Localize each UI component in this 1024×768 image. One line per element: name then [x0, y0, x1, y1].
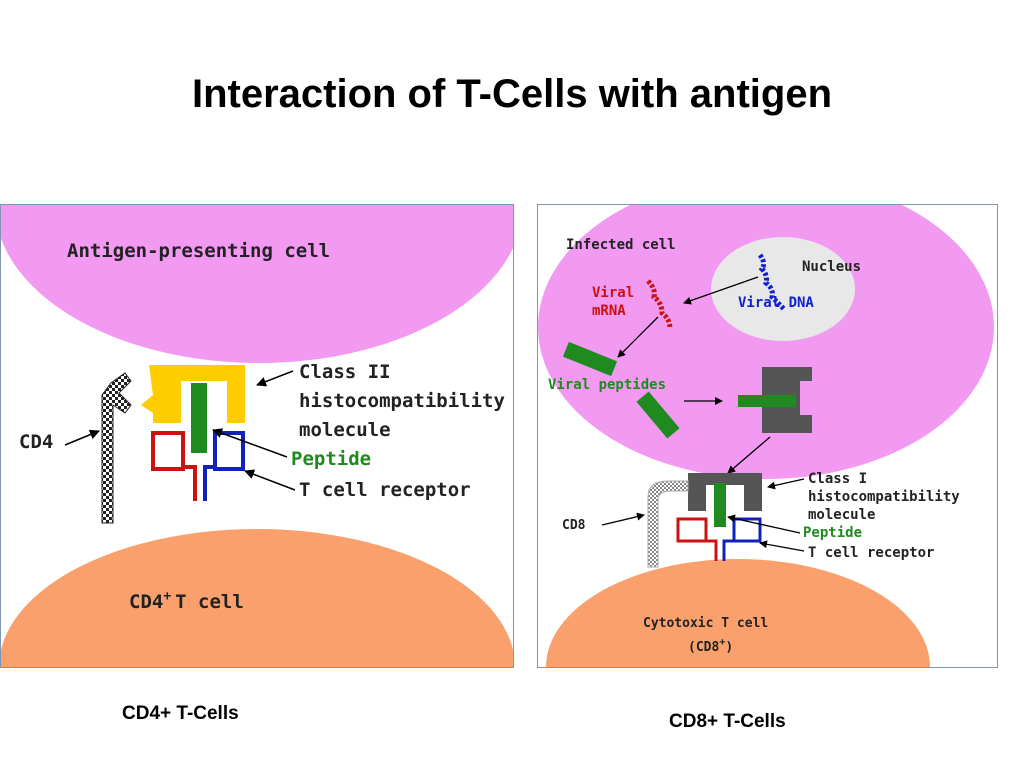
cd8-arrow — [601, 512, 645, 526]
cytotoxic-t-cell-label: Cytotoxic T cell — [643, 616, 768, 631]
cd8-caption: CD8+ T-Cells — [669, 711, 786, 732]
viral-mrna-strand — [646, 279, 673, 330]
nucleus-label: Nucleus — [802, 259, 861, 275]
viral-mrna-label-line2: mRNA — [592, 303, 626, 319]
tcr-arrow-cd8 — [759, 540, 805, 552]
tcr-alpha-chain-cd8 — [676, 517, 718, 561]
peptide — [191, 383, 207, 453]
apc-label: Antigen-presenting cell — [67, 240, 330, 262]
peptide-arrow — [212, 428, 288, 458]
class-ii-label-line2: histocompatibility — [299, 390, 505, 412]
transport-arrow — [727, 436, 771, 474]
cd4-coreceptor — [101, 372, 132, 524]
cytotoxic-t-cell — [546, 559, 930, 667]
cd4-label: CD4 — [19, 431, 53, 453]
cd4-caption: CD4+ T-Cells — [122, 703, 239, 724]
cd4-diagram: Antigen-presenting cell CD4+T cell Class… — [1, 205, 513, 667]
infected-cell-label: Infected cell — [566, 237, 676, 253]
antigen-presenting-cell — [1, 205, 513, 363]
peptide-label: Peptide — [291, 448, 371, 470]
cd8-plus-label: (CD8+) — [688, 637, 733, 655]
page-title: Interaction of T-Cells with antigen — [191, 72, 833, 116]
cd8-coreceptor — [647, 480, 689, 568]
viral-peptides-label: Viral peptides — [548, 377, 666, 393]
tcr-alpha-chain — [151, 431, 197, 501]
class-i-label-line2: histocompatibility — [808, 489, 960, 505]
peptide-label-cd8: Peptide — [803, 525, 862, 541]
class-ii-label-line3: molecule — [299, 419, 391, 441]
cd4-arrow — [64, 429, 100, 446]
mrna-to-peptide-arrow — [617, 316, 659, 358]
class-i-arrow — [767, 478, 805, 490]
peptide-loaded — [738, 395, 796, 407]
viral-dna-label: Viral DNA — [738, 295, 814, 311]
cd8-diagram-panel: Infected cell Nucleus Viral DNA Viral mR… — [537, 204, 998, 668]
cd8-diagram: Infected cell Nucleus Viral DNA Viral mR… — [538, 205, 994, 667]
viral-mrna-label-line1: Viral — [592, 285, 634, 301]
class-i-label-line3: molecule — [808, 507, 875, 523]
tcr-arrow — [244, 469, 296, 491]
class-ii-molecule — [141, 365, 245, 423]
dna-to-mrna-arrow — [683, 276, 759, 305]
tcr-label: T cell receptor — [299, 479, 471, 501]
class-i-label-line1: Class I — [808, 471, 867, 487]
viral-dna-strand — [757, 253, 786, 311]
peptide-surface — [714, 483, 726, 527]
cd4-t-cell-label: CD4+T cell — [129, 589, 244, 613]
cd4-diagram-panel: Antigen-presenting cell CD4+T cell Class… — [0, 204, 514, 668]
class-ii-label-line1: Class II — [299, 361, 391, 383]
tcr-label-cd8: T cell receptor — [808, 545, 934, 561]
class-i-molecule-surface — [688, 473, 762, 511]
tcr-beta-chain — [203, 431, 245, 501]
viral-peptide-1 — [562, 341, 618, 377]
class-ii-arrow — [256, 370, 294, 387]
tcr-beta-chain-cd8 — [722, 517, 762, 561]
peptide-arrow-cd8 — [727, 514, 801, 534]
cd4-t-cell — [1, 529, 513, 667]
cd8-label: CD8 — [562, 518, 586, 533]
nucleus — [711, 237, 855, 341]
viral-peptide-2 — [636, 391, 680, 439]
